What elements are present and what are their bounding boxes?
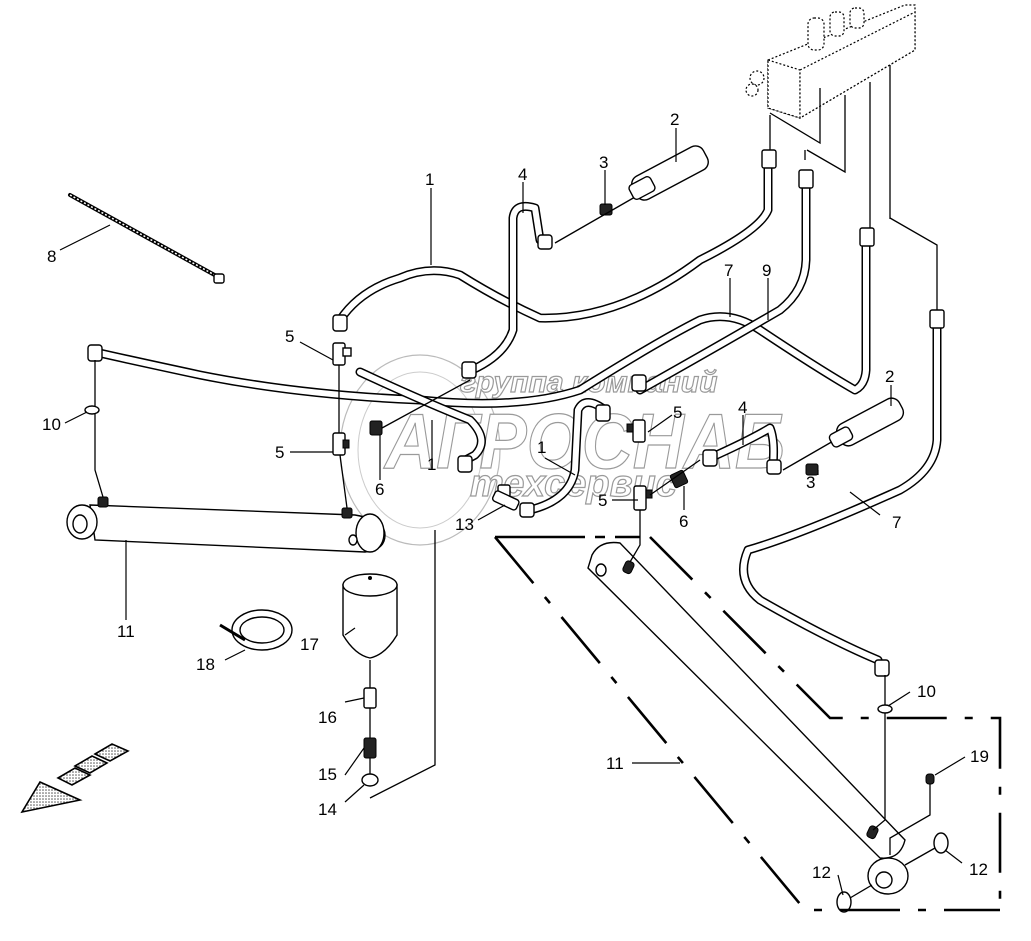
callout-2: 2 (670, 110, 679, 129)
callout-2: 2 (885, 367, 894, 386)
callout-9: 9 (762, 261, 771, 280)
callout-11: 11 (117, 622, 135, 641)
callout-5: 5 (673, 403, 682, 422)
callout-7: 7 (892, 513, 901, 532)
adapters (369, 196, 836, 496)
callout-12: 12 (812, 863, 831, 882)
callout-18: 18 (196, 655, 215, 674)
cylinder-left (66, 360, 386, 553)
callout-5: 5 (598, 491, 607, 510)
callout-19: 19 (970, 747, 989, 766)
callout-7: 7 (724, 261, 733, 280)
callout-8: 8 (47, 247, 56, 266)
callout-16: 16 (318, 708, 337, 727)
tee-fittings (332, 342, 653, 511)
leader-lines (59, 128, 966, 896)
cylinder-right (587, 510, 949, 913)
front-direction-arrow (20, 743, 130, 814)
fittings (87, 149, 945, 677)
callout-1: 1 (425, 170, 434, 189)
callout-1: 1 (537, 438, 546, 457)
callout-10: 10 (42, 415, 61, 434)
callout-15: 15 (318, 765, 337, 784)
cable-tie (68, 193, 225, 284)
callout-6: 6 (679, 512, 688, 531)
callout-3: 3 (599, 153, 608, 172)
clamp (219, 609, 293, 651)
accumulator-assembly (342, 530, 436, 799)
callout-1: 1 (427, 455, 436, 474)
callouts: 1 1 1 2 2 3 3 4 4 5 5 5 5 6 6 7 7 8 9 10… (42, 110, 989, 882)
valve-lines (769, 65, 938, 310)
callout-5: 5 (285, 327, 294, 346)
control-valve-block (745, 4, 916, 120)
callout-11: 11 (606, 754, 624, 773)
callout-5: 5 (275, 443, 284, 462)
callout-13: 13 (455, 515, 474, 534)
callout-10: 10 (917, 682, 936, 701)
filters (628, 145, 905, 448)
callout-17: 17 (300, 635, 319, 654)
pipes (90, 155, 942, 665)
callout-14: 14 (318, 800, 337, 819)
callout-12: 12 (969, 860, 988, 879)
callout-3: 3 (806, 473, 815, 492)
callout-6: 6 (375, 480, 384, 499)
callout-4: 4 (738, 398, 747, 417)
callout-4: 4 (518, 165, 527, 184)
phantom-outline (494, 535, 1002, 912)
